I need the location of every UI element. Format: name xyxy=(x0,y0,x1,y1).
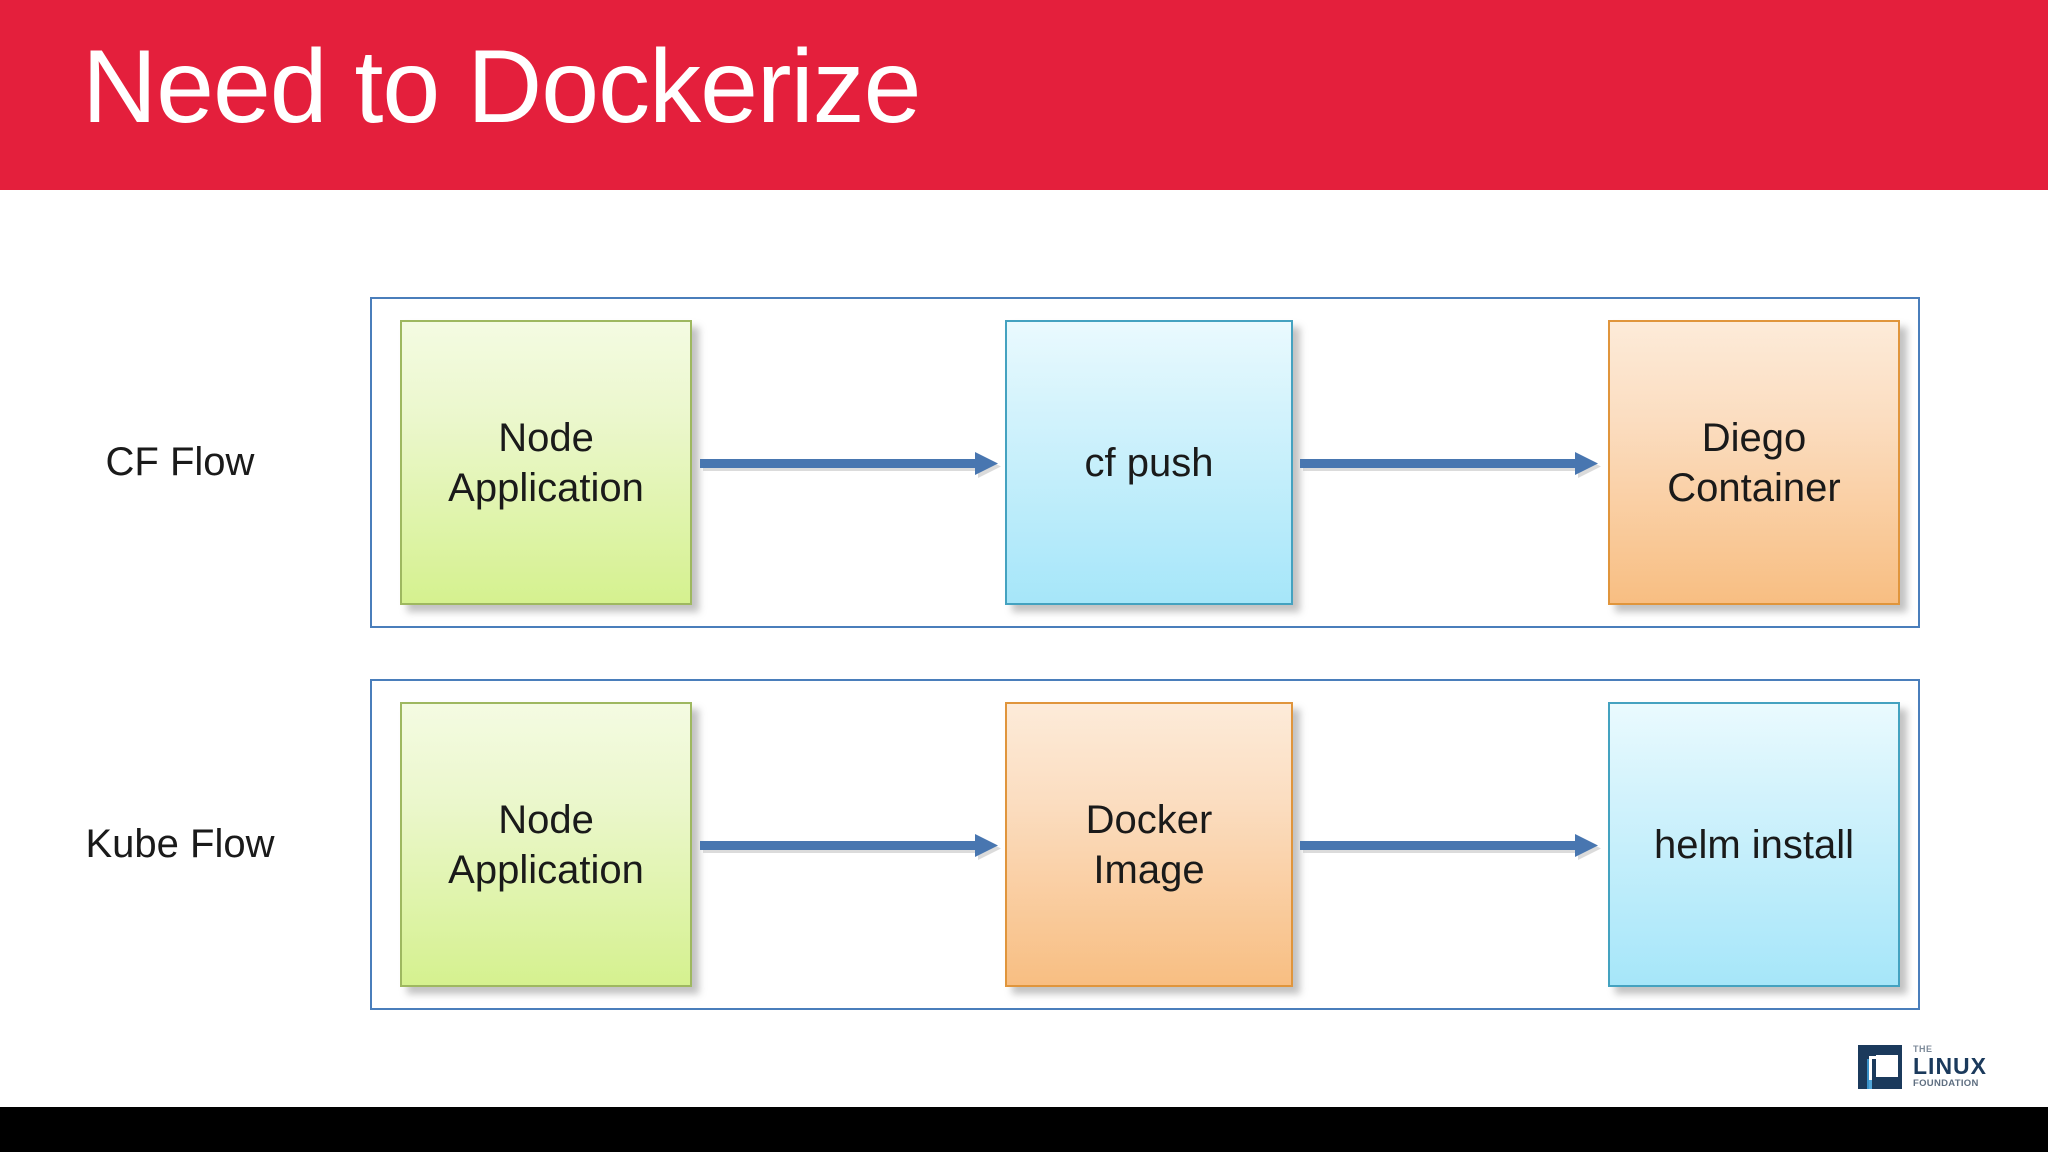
arrow-right-icon-cf-2 xyxy=(1300,448,1620,482)
title-banner: Need to Dockerize xyxy=(0,0,2048,190)
arrow-right-icon-kube-2 xyxy=(1300,830,1620,864)
flow-step-label: cf push xyxy=(1084,440,1214,485)
logo-foundation-text: FOUNDATION xyxy=(1913,1078,1979,1090)
linux-foundation-wordmark: THE LINUX FOUNDATION xyxy=(1913,1045,1987,1089)
page-title: Need to Dockerize xyxy=(82,29,922,145)
linux-foundation-mark-icon xyxy=(1856,1043,1904,1091)
flow-label-kube: Kube Flow xyxy=(85,822,275,866)
flow-label-cf: CF Flow xyxy=(105,440,255,484)
arrow-right-icon-cf-1 xyxy=(700,448,1020,482)
arrow-right-icon-kube-1 xyxy=(700,830,1020,864)
flow-step-cf-push[interactable]: cf push xyxy=(1005,320,1293,605)
logo-linux-text: LINUX xyxy=(1913,1053,1987,1080)
flow-step-helm-install[interactable]: helm install xyxy=(1608,702,1900,987)
logo-the-text: THE xyxy=(1913,1044,1933,1055)
linux-foundation-logo: THE LINUX FOUNDATION xyxy=(1856,1038,2026,1096)
flow-step-label: helm install xyxy=(1653,822,1855,867)
bottom-bar xyxy=(0,1107,2048,1152)
